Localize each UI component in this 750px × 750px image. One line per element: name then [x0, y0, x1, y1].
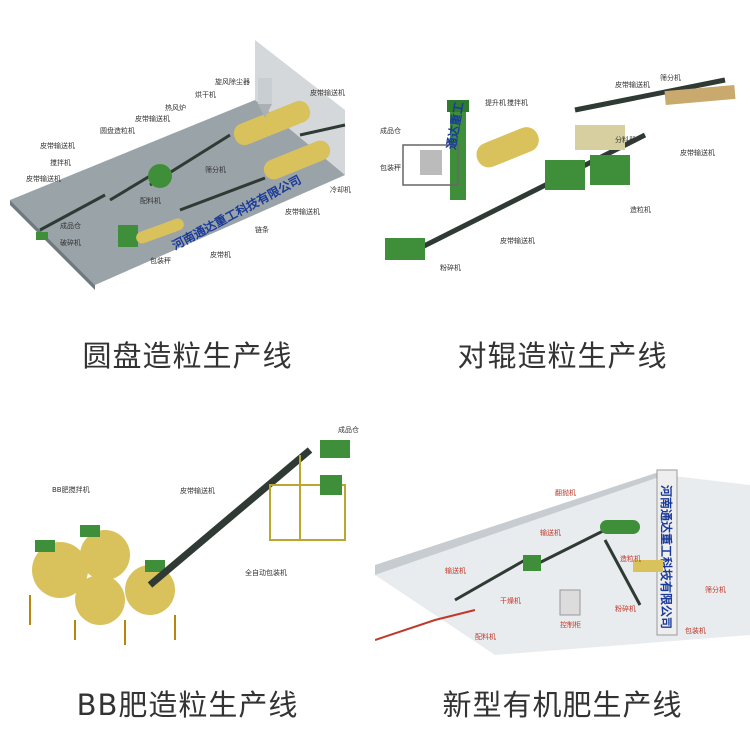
label: 包装秤 [380, 163, 401, 172]
label: 成品仓 [338, 425, 359, 434]
label: 筛分机 [705, 585, 726, 594]
granulator [523, 555, 541, 571]
panel-disc-granulation: 河南通达重工科技有限公司 旋风除尘器 烘干机 热风炉 皮带输送机 圆盘造粒机 皮… [0, 0, 375, 375]
floor [10, 100, 345, 285]
label: 搅拌机 [50, 158, 71, 167]
label: 皮带输送机 [40, 141, 75, 150]
label: BB肥搅拌机 [52, 485, 90, 494]
label: 成品仓 [60, 221, 81, 230]
crusher [36, 232, 48, 240]
inclined-conveyor [418, 77, 726, 251]
dryer [233, 100, 331, 180]
screening-machine [664, 84, 736, 106]
label: 粉碎机 [440, 263, 461, 272]
label: 皮带输送机 [615, 80, 650, 89]
panel-bb-fertilizer: BB肥搅拌机 皮带输送机 成品仓 全自动包装机 BB肥造粒生产线 [0, 375, 375, 750]
panel-organic-fertilizer: 河南通达重工科技有限公司 翻抛机 输送机 输送机 造粒机 干燥机 筛分机 粉碎机… [375, 375, 750, 750]
label: 干燥机 [500, 596, 521, 605]
label: 圆盘造粒机 [100, 126, 135, 135]
label: 皮带输送机 [680, 148, 715, 157]
label: 配料机 [475, 632, 496, 641]
label: 搅拌机 [507, 98, 528, 107]
bb-line-illustration: BB肥搅拌机 皮带输送机 成品仓 全自动包装机 [29, 425, 359, 645]
label: 输送机 [445, 566, 466, 575]
panel-roller-granulation: 通达重工 提升机 搅拌机 皮带输送机 筛分机 成品仓 包装秤 粉碎机 分料器 造… [375, 0, 750, 375]
disc-line-illustration: 河南通达重工科技有限公司 旋风除尘器 烘干机 热风炉 皮带输送机 圆盘造粒机 皮… [10, 40, 351, 290]
screener [633, 560, 663, 572]
label: 皮带输送机 [135, 114, 170, 123]
mixer-drum [476, 127, 539, 168]
cyclone [258, 78, 272, 118]
label: 皮带输送机 [310, 88, 345, 97]
label: 成品仓 [380, 126, 401, 135]
label: 烘干机 [195, 90, 216, 99]
label: 包装秤 [150, 256, 171, 265]
label: 造粒机 [620, 554, 641, 563]
roller-line-illustration: 通达重工 提升机 搅拌机 皮带输送机 筛分机 成品仓 包装秤 粉碎机 分料器 造… [380, 73, 736, 272]
crusher [385, 238, 425, 260]
label: 输送机 [540, 528, 561, 537]
label: 筛分机 [205, 165, 226, 174]
label: 全自动包装机 [245, 568, 287, 577]
organic-line-illustration: 河南通达重工科技有限公司 翻抛机 输送机 输送机 造粒机 干燥机 筛分机 粉碎机… [375, 469, 750, 655]
label: 造粒机 [630, 205, 651, 214]
label: 筛分机 [660, 73, 681, 82]
conveyors [454, 528, 642, 606]
label: 冷却机 [330, 185, 351, 194]
disc-granulator [148, 164, 172, 188]
coating-machine [136, 218, 184, 244]
label: 皮带输送机 [180, 486, 215, 495]
label: 配料机 [140, 196, 161, 205]
label: 皮带输送机 [26, 174, 61, 183]
turner-track [375, 609, 476, 641]
caption-bb: BB肥造粒生产线 [76, 688, 299, 722]
label: 皮带输送机 [285, 207, 320, 216]
label: 链条 [255, 225, 269, 234]
roller-granulators [545, 125, 630, 190]
bb-mixers [32, 525, 175, 625]
label: 热风炉 [165, 103, 186, 112]
side-wall [656, 469, 678, 636]
caption-disc: 圆盘造粒生产线 [82, 339, 293, 373]
watermark: 河南通达重工科技有限公司 [659, 484, 674, 629]
label: 提升机 [485, 98, 506, 107]
wall-top [375, 470, 665, 575]
label: 旋风除尘器 [215, 77, 250, 86]
caption-roller: 对辊造粒生产线 [457, 339, 668, 373]
label: 粉碎机 [615, 604, 636, 613]
bb-conveyor [147, 447, 313, 588]
label: 分料器 [615, 135, 636, 144]
label: 皮带输送机 [500, 236, 535, 245]
control-cabinet [559, 589, 581, 616]
label: 包装机 [685, 626, 706, 635]
caption-organic: 新型有机肥生产线 [442, 688, 683, 722]
label: 皮带机 [210, 250, 231, 259]
frame-legs [29, 595, 176, 645]
label: 控制柜 [560, 620, 581, 629]
floor [375, 475, 750, 655]
floor-edge [10, 200, 95, 290]
label: 破碎机 [60, 238, 81, 247]
product-bin [320, 440, 350, 458]
auto-packer [320, 475, 342, 495]
packaging-machine [118, 225, 138, 247]
packing-frame [269, 455, 346, 541]
label: 翻抛机 [555, 488, 576, 497]
dryer [600, 520, 640, 534]
mixer-platform [402, 144, 459, 186]
